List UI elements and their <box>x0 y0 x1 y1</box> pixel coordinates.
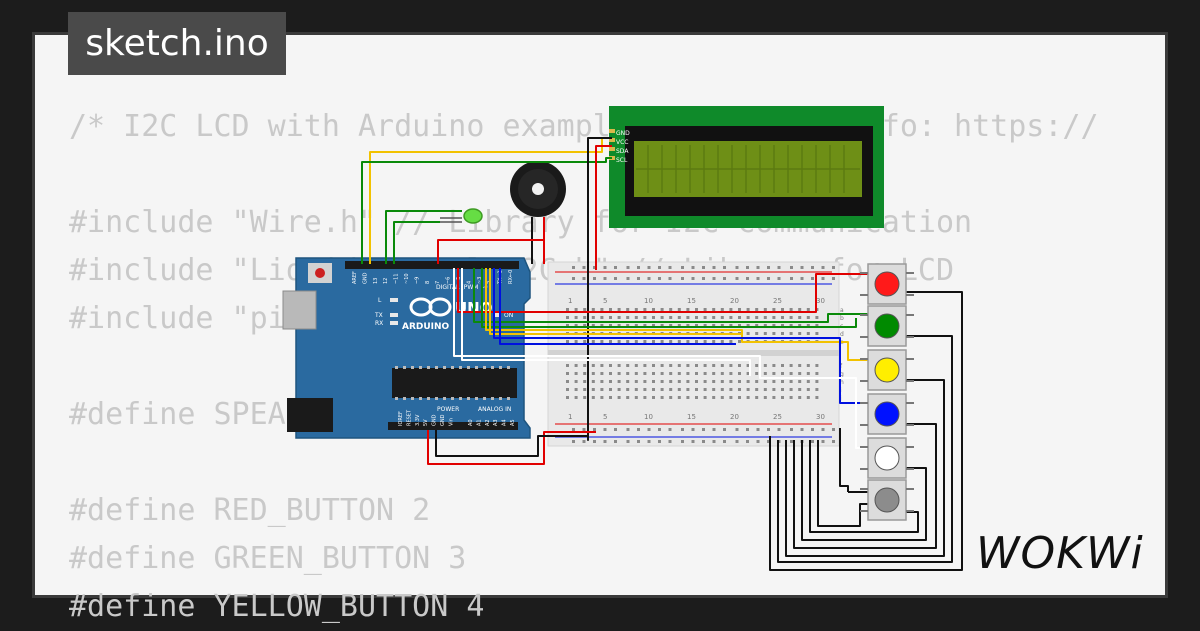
code-line: #define RED_BUTTON 2 <box>69 493 431 528</box>
column-label-1-bottom: 1 <box>568 413 572 421</box>
header-pin-label: ~3 <box>477 277 483 284</box>
column-label-25-bottom: 25 <box>773 413 782 421</box>
power-pin-label: 5V <box>423 419 429 426</box>
column-label-25: 25 <box>773 297 782 305</box>
column-label-10-bottom: 10 <box>644 413 653 421</box>
yellow-push-button[interactable] <box>860 349 914 391</box>
wokwi-logo: WOKWi <box>976 528 1144 579</box>
column-label-10: 10 <box>644 297 653 305</box>
row-label-g: g <box>840 371 844 378</box>
column-label-5-bottom: 5 <box>603 413 607 421</box>
arduino-logo-icon <box>409 297 452 317</box>
arduino-brand: ARDUINO <box>402 322 450 332</box>
header-pin-label: ~6 <box>446 277 452 284</box>
white-push-button[interactable] <box>860 437 914 479</box>
green-push-button[interactable] <box>860 305 914 347</box>
wires <box>361 137 963 571</box>
code-line: #define YELLOW_BUTTON 4 <box>69 589 485 624</box>
column-label-30: 30 <box>816 297 825 305</box>
header-pin-label: ~11 <box>394 273 400 284</box>
power-pin-label: GND <box>432 414 438 426</box>
row-label-d: d <box>840 331 844 338</box>
column-label-20: 20 <box>730 297 739 305</box>
led-rx-label: RX <box>375 320 383 327</box>
green-led[interactable] <box>440 208 483 224</box>
power-label: POWER <box>437 406 459 413</box>
power-pin-label: RESET <box>406 409 412 426</box>
blue-push-button[interactable] <box>860 393 914 435</box>
lcd-pin-gnd: GND <box>616 130 630 137</box>
breadboard[interactable]: 1 5 10 15 20 25 30 1 5 10 15 20 25 30 a … <box>547 261 844 447</box>
power-pin-label: IOREF <box>398 411 404 426</box>
row-label-b: b <box>840 315 844 322</box>
analog-pin-label: A0 <box>468 419 474 426</box>
lcd-pin-vcc: VCC <box>616 139 628 146</box>
analog-pin-label: A1 <box>476 419 482 426</box>
row-label-h: h <box>840 379 844 386</box>
on-label: ON <box>504 312 513 319</box>
led-l-label: L <box>378 297 382 304</box>
power-pin-label: 3.3V <box>415 414 421 426</box>
header-pin-label: ~10 <box>404 273 410 284</box>
header-pin-label: 4 <box>466 281 472 284</box>
power-pin-label: GND <box>440 414 446 426</box>
header-pin-label: 12 <box>383 278 389 284</box>
buzzer[interactable] <box>510 161 566 264</box>
header-pin-label: 7 <box>435 281 441 284</box>
analog-pin-label: A2 <box>485 419 491 426</box>
row-label-f: f <box>840 363 843 370</box>
analog-pin-label: A4 <box>502 419 508 426</box>
header-pin-label: AREF <box>352 271 358 284</box>
header-pin-label: GND <box>362 272 368 284</box>
analog-pin-label: A5 <box>510 419 516 426</box>
row-label-a: a <box>840 307 844 314</box>
led-tx-label: TX <box>374 312 383 319</box>
column-label-1: 1 <box>568 297 572 305</box>
column-label-15-bottom: 15 <box>687 413 696 421</box>
header-pin-label: ~9 <box>414 277 420 284</box>
lcd-display[interactable]: GND VCC SDA SCL <box>609 106 884 228</box>
lcd-pin-scl: SCL <box>616 157 628 164</box>
analog-pin-label: A3 <box>493 419 499 426</box>
code-line: #define GREEN_BUTTON 3 <box>69 541 467 576</box>
header-pin-label: RX←0 <box>508 270 514 284</box>
column-label-15: 15 <box>687 297 696 305</box>
column-label-5: 5 <box>603 297 607 305</box>
arduino-uno[interactable]: ARDUINO UNO DIGITAL (PWM ~) POWER ANALOG… <box>282 257 531 439</box>
header-pin-label: 8 <box>425 281 431 284</box>
red-push-button[interactable] <box>860 263 914 305</box>
gray-push-button[interactable] <box>860 479 914 521</box>
file-tab[interactable]: sketch.ino <box>68 12 286 75</box>
analog-label: ANALOG IN <box>478 406 511 413</box>
header-pin-label: 13 <box>373 278 379 284</box>
column-label-30-bottom: 30 <box>816 413 825 421</box>
power-pin-label: Vin <box>448 418 454 426</box>
lcd-pin-sda: SDA <box>616 148 629 155</box>
column-label-20-bottom: 20 <box>730 413 739 421</box>
